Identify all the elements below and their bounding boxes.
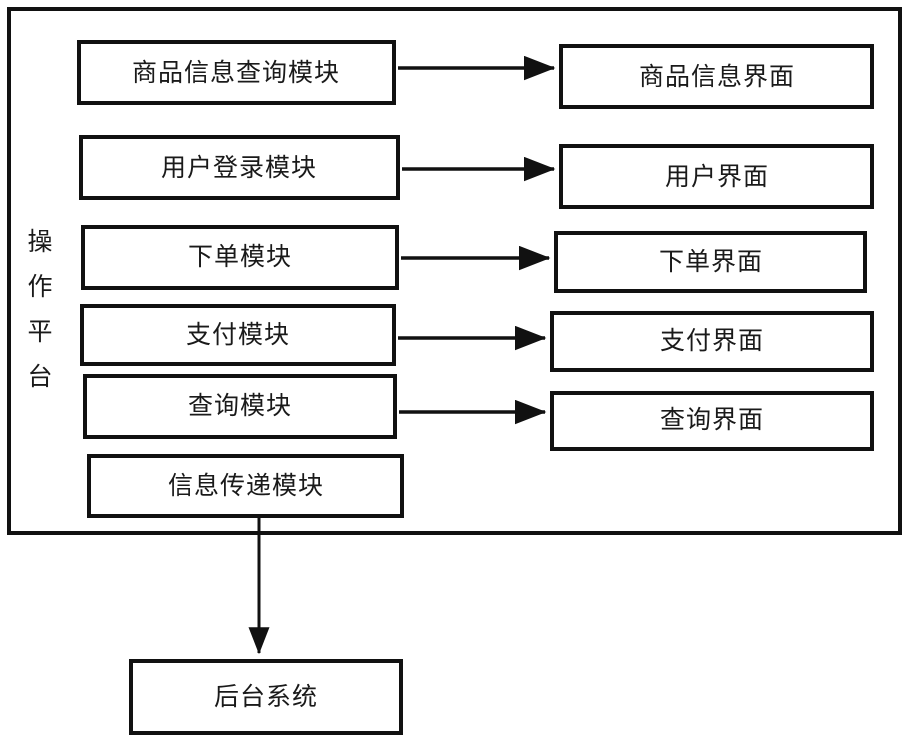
- operation-platform-label: 操 作 平 台: [27, 227, 52, 391]
- screen-rect-1[interactable]: [559, 44, 874, 109]
- module-box-payment[interactable]: 支付模块: [80, 304, 396, 366]
- platform-label-char-4: 台: [27, 362, 52, 391]
- platform-label-char-3: 平: [27, 317, 52, 346]
- module-label-3: 下单模块: [188, 242, 292, 271]
- module-rect-5[interactable]: [83, 374, 397, 439]
- module-label-4: 支付模块: [186, 320, 290, 349]
- module-box-place-order[interactable]: 下单模块: [81, 225, 399, 290]
- module-rect-3[interactable]: [81, 225, 399, 290]
- screen-rect-3[interactable]: [554, 231, 867, 293]
- module-rect-2[interactable]: [79, 135, 400, 200]
- screen-box-query[interactable]: 查询界面: [550, 391, 874, 451]
- screen-rect-4[interactable]: [550, 311, 874, 372]
- platform-label-char-1: 操: [27, 227, 52, 256]
- backend-label: 后台系统: [214, 682, 318, 711]
- module-box-user-login[interactable]: 用户登录模块: [79, 135, 400, 200]
- screen-label-1: 商品信息界面: [639, 62, 795, 91]
- screen-box-product-info[interactable]: 商品信息界面: [559, 44, 874, 109]
- screen-label-5: 查询界面: [660, 405, 764, 434]
- screen-rect-2[interactable]: [559, 144, 874, 209]
- module-box-query[interactable]: 查询模块: [83, 374, 397, 439]
- module-rect-1[interactable]: [77, 40, 396, 105]
- module-label-1: 商品信息查询模块: [132, 58, 340, 87]
- backend-rect[interactable]: [129, 659, 403, 735]
- backend-system-box[interactable]: 后台系统: [129, 659, 403, 735]
- screen-label-2: 用户界面: [665, 162, 769, 191]
- operation-platform-container: [7, 7, 902, 535]
- module-box-product-info-query[interactable]: 商品信息查询模块: [77, 40, 396, 105]
- platform-label-char-2: 作: [27, 272, 52, 301]
- module-rect-4[interactable]: [80, 304, 396, 366]
- module-box-info-transfer[interactable]: 信息传递模块: [87, 454, 404, 518]
- module-rect-6[interactable]: [87, 454, 404, 518]
- module-label-6: 信息传递模块: [168, 471, 324, 500]
- screen-label-4: 支付界面: [660, 326, 764, 355]
- screen-box-payment[interactable]: 支付界面: [550, 311, 874, 372]
- module-label-5: 查询模块: [188, 391, 292, 420]
- screen-label-3: 下单界面: [659, 247, 763, 276]
- screen-rect-5[interactable]: [550, 391, 874, 451]
- screen-box-place-order[interactable]: 下单界面: [554, 231, 867, 293]
- screen-box-user[interactable]: 用户界面: [559, 144, 874, 209]
- module-label-2: 用户登录模块: [161, 153, 317, 182]
